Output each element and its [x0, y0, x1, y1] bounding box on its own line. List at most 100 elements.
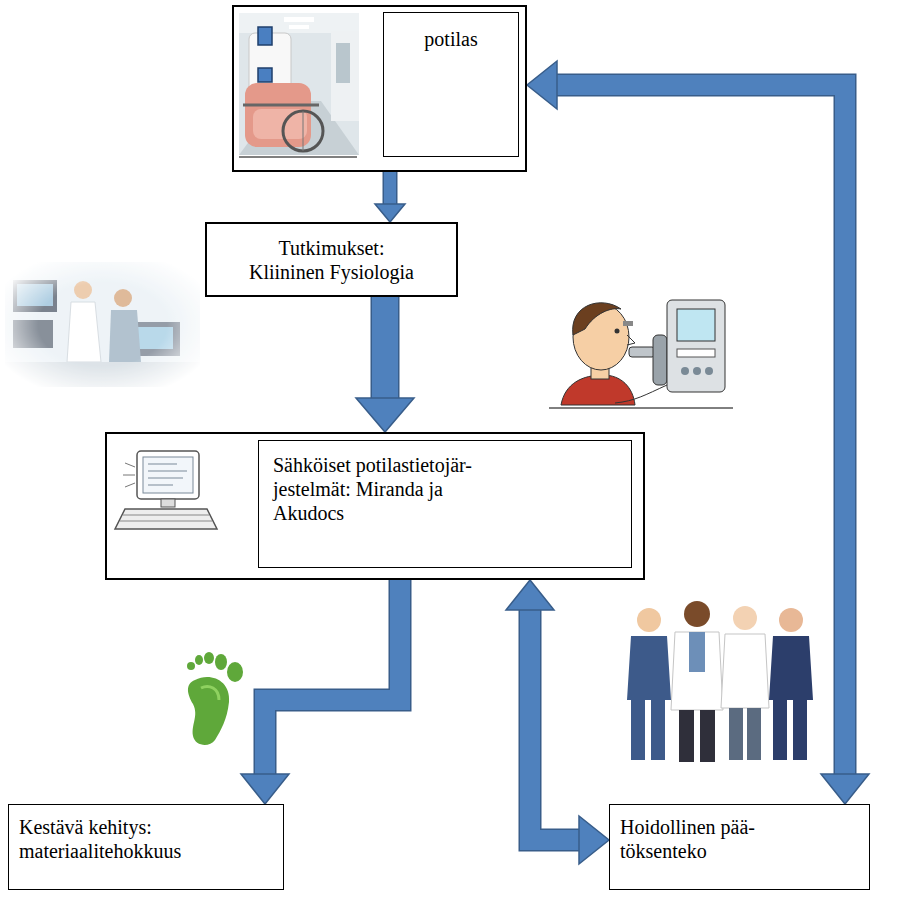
computer-icon-part [148, 471, 187, 472]
patient-photo-part [303, 111, 304, 151]
arrow-shaft-outline [371, 297, 400, 400]
footprint-icon-part [195, 655, 203, 665]
spirometry-figure-part [623, 321, 633, 326]
spirometry-figure-part [677, 349, 715, 357]
patient-photo-part [245, 83, 311, 147]
lab-photo [5, 262, 200, 387]
computer-icon-part [125, 463, 135, 467]
staff-photo-part [793, 700, 807, 760]
spirometry-figure-part [667, 300, 725, 392]
computer-icon-part [123, 475, 135, 476]
arrow-head [356, 398, 414, 432]
spirometry-figure-part [693, 367, 701, 375]
arrow-shaft-outline [383, 172, 398, 206]
patient-photo [239, 13, 359, 155]
footprint-icon-part [201, 687, 219, 701]
box-text: Hoidollinen pää- töksenteko [620, 815, 755, 863]
arrow-head [821, 774, 869, 804]
computer-icon-part [148, 485, 173, 486]
staff-photo-part [729, 708, 743, 760]
arrow-shaft [530, 608, 581, 840]
spirometry-figure [561, 300, 725, 405]
group-box: Sähköiset potilastietojär- jestelmät: Mi… [105, 432, 645, 580]
patient-photo-part [239, 13, 359, 155]
computer-icon-part [148, 478, 183, 479]
flow-arrow [375, 172, 405, 222]
lab-photo-part [5, 262, 200, 387]
staff-photo-part [689, 632, 705, 672]
arrow-shaft [555, 85, 845, 776]
computer-icon-part [125, 483, 135, 487]
arrow-head [375, 204, 405, 222]
staff-photo-part [631, 700, 645, 760]
spirometry-figure-part [573, 303, 621, 335]
staff-photo-part [721, 634, 769, 708]
group-box: potilas [232, 5, 527, 172]
patient-photo-part [283, 111, 323, 151]
staff-photo-part [684, 601, 710, 627]
outcome-box: Kestävä kehitys: materiaalitehokkuus [8, 804, 284, 890]
footprint-icon-part [187, 662, 195, 670]
patient-photo-part [336, 43, 350, 83]
arrow-shaft-outline [530, 608, 581, 840]
patient-photo-part [258, 68, 272, 82]
arrow-shaft [265, 580, 400, 776]
patient-photo-part [239, 13, 359, 33]
spirometry-figure-part [615, 329, 620, 334]
arrow-shaft-outline [555, 85, 845, 776]
computer-icon [115, 451, 217, 529]
arrow-shaft-outline [265, 580, 400, 776]
footprint-icon-part [188, 677, 229, 745]
system-box: Sähköiset potilastietojär- jestelmät: Mi… [258, 440, 632, 568]
box-text: potilas [424, 27, 477, 51]
spirometry-figure-part [629, 347, 655, 357]
process-box: potilas [383, 12, 519, 157]
flow-arrow [356, 297, 414, 432]
spirometry-figure-part [681, 367, 689, 375]
box-text: Sähköiset potilastietojär- jestelmät: Mi… [273, 453, 472, 525]
patient-photo-part [253, 109, 307, 139]
spirometry-figure-part [653, 335, 667, 385]
arrow-shaft [384, 172, 396, 206]
computer-icon-part [148, 464, 177, 465]
staff-photo-part [733, 606, 757, 630]
computer-icon-part [123, 515, 209, 516]
flow-arrow [241, 580, 400, 804]
staff-photo-part [769, 636, 813, 700]
computer-icon-part [161, 499, 175, 507]
footprint-icon-part [204, 652, 214, 664]
spirometry-figure-part [615, 385, 667, 403]
footprint-icon-part [215, 654, 227, 670]
box-text: Kestävä kehitys: materiaalitehokkuus [19, 815, 181, 863]
patient-photo-part [331, 31, 359, 121]
arrow-shaft [372, 297, 398, 400]
staff-photo-part [679, 710, 694, 762]
box-text: Tutkimukset: Kliininen Fysiologia [249, 236, 414, 284]
spirometry-figure-part [705, 367, 713, 375]
staff-photo-part [671, 632, 723, 710]
arrow-head [241, 774, 289, 804]
staff-photo [627, 601, 813, 762]
computer-icon-part [120, 521, 212, 522]
flow-arrow [506, 580, 609, 864]
outcome-box: Hoidollinen pää- töksenteko [609, 804, 870, 890]
patient-photo-part [258, 27, 272, 45]
footprint-icon [187, 652, 243, 745]
patient-photo-part [289, 25, 309, 29]
patient-photo-part [243, 104, 319, 107]
computer-icon-part [115, 509, 217, 529]
arrow-head [506, 580, 554, 610]
process-box: Tutkimukset: Kliininen Fysiologia [205, 222, 458, 297]
figure-underline [549, 408, 733, 409]
footprint-icon-part [227, 662, 243, 682]
staff-photo-part [651, 700, 665, 760]
staff-photo-part [747, 708, 761, 760]
computer-icon-part [143, 457, 193, 493]
computer-icon-part [137, 451, 199, 499]
lab-photo-part [5, 262, 200, 387]
spirometry-figure-part [677, 309, 715, 341]
